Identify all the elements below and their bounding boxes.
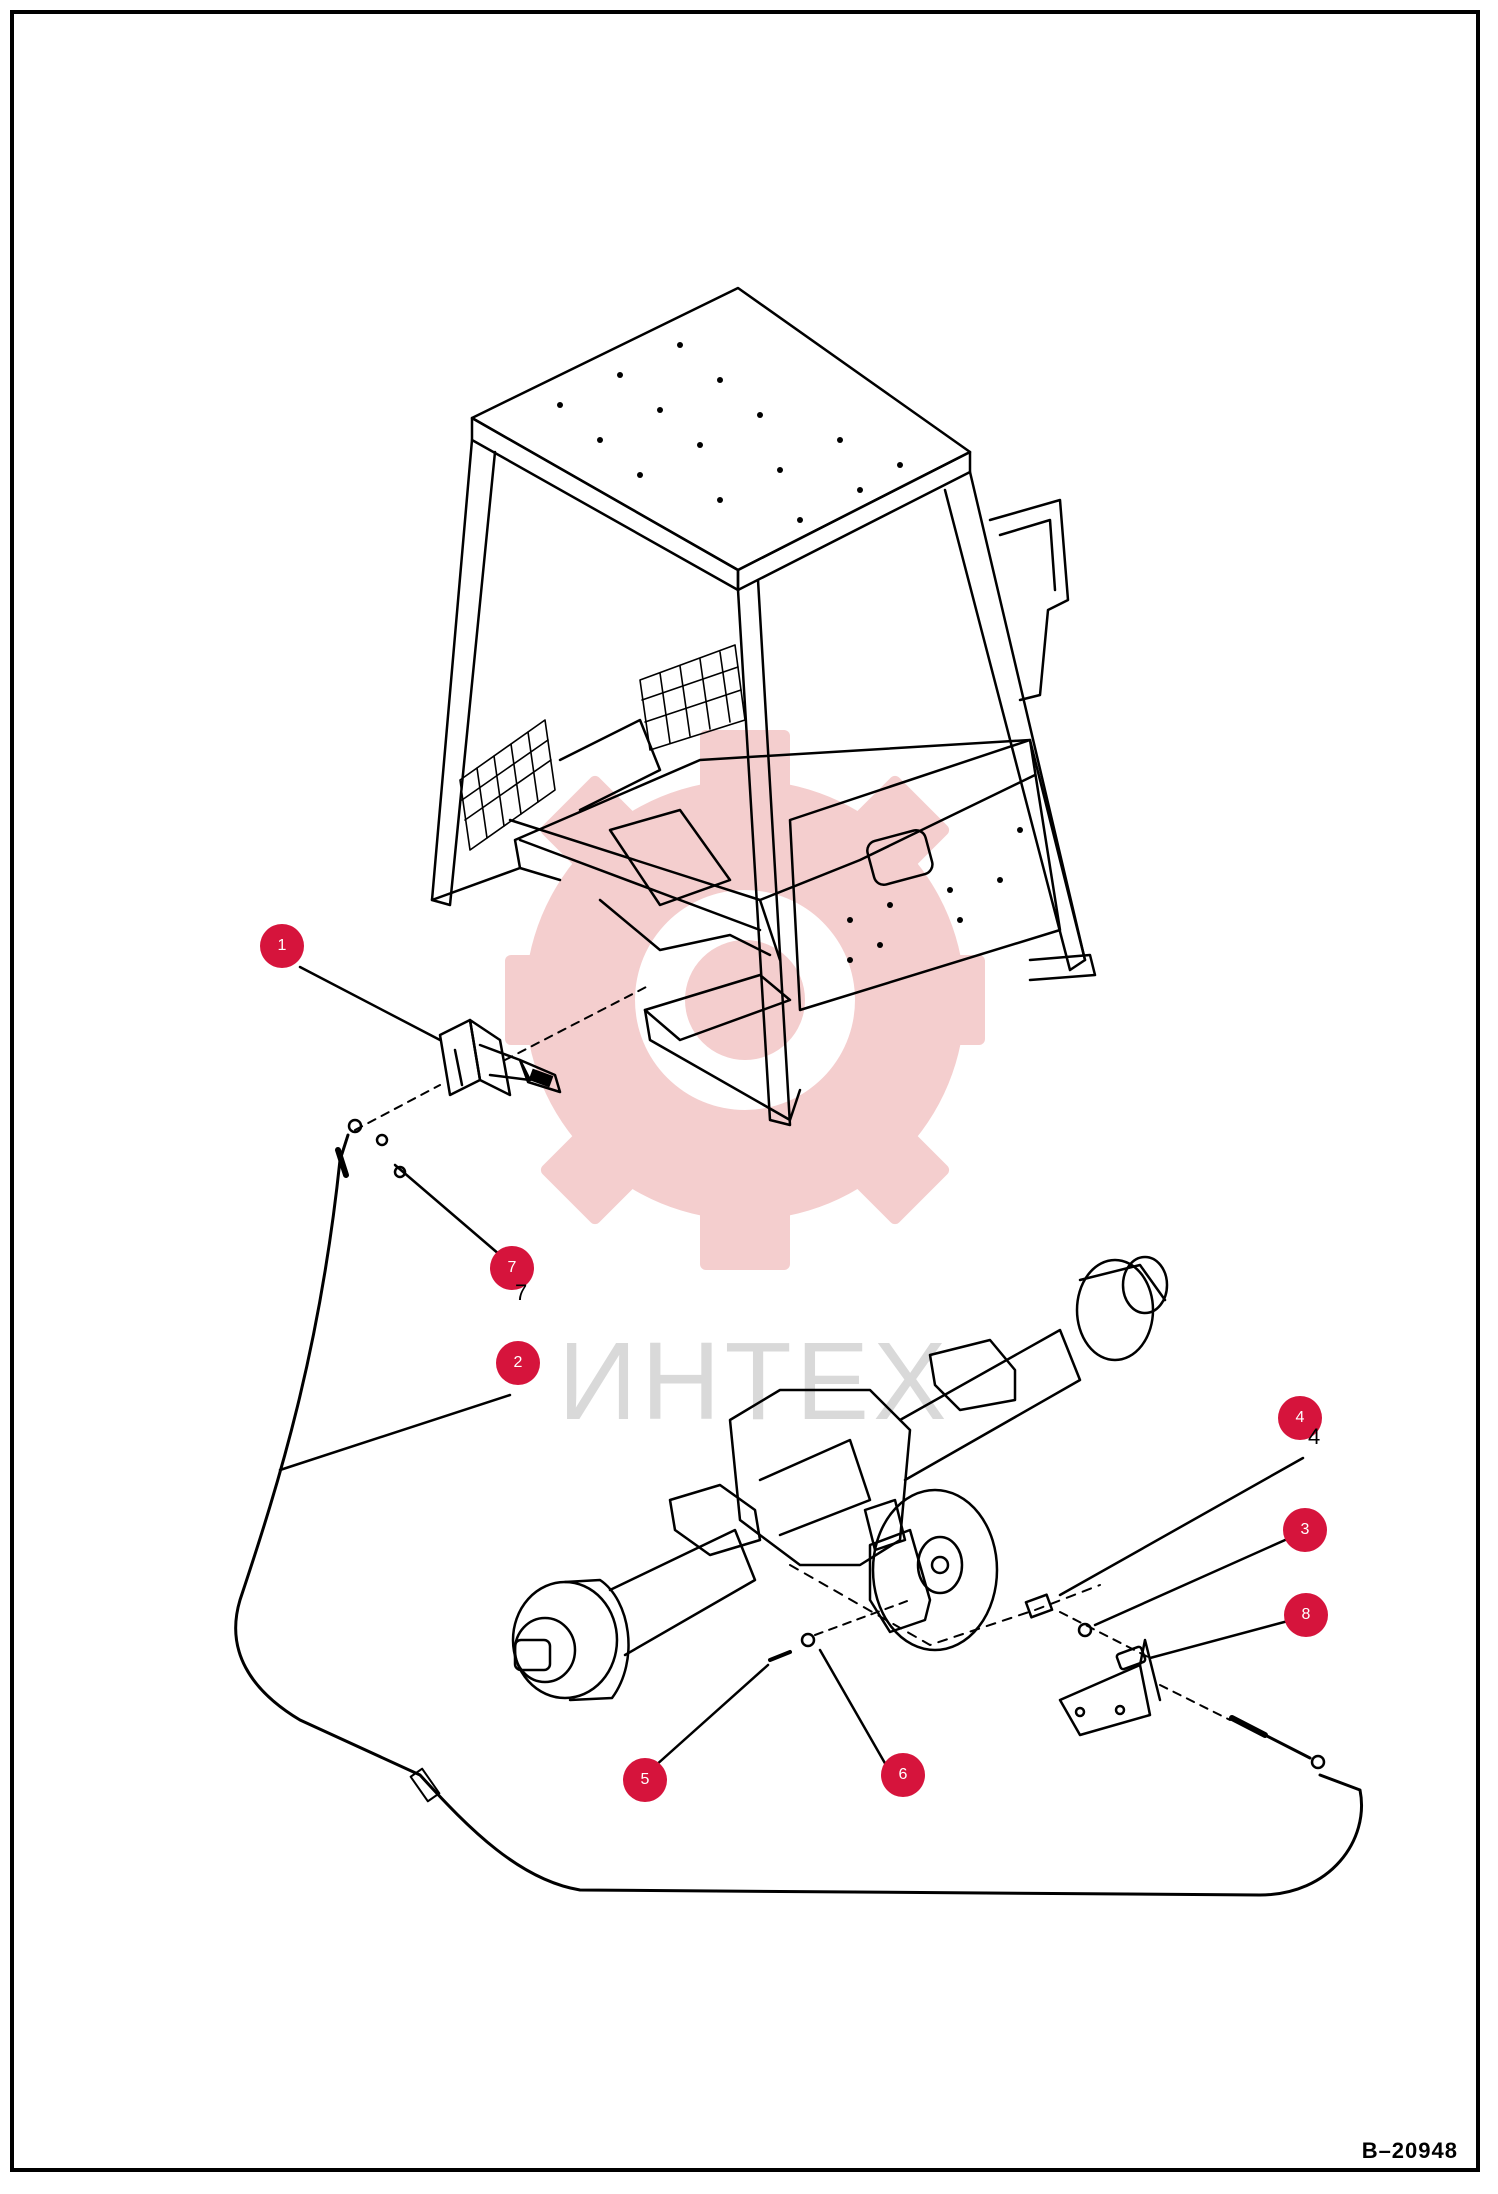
cable-bracket [1024, 1593, 1162, 1737]
callout-5[interactable]: 5 [623, 1758, 667, 1802]
callout-1[interactable]: 1 [260, 924, 304, 968]
cable-end [1229, 1715, 1326, 1770]
callout-2[interactable]: 2 [496, 1341, 540, 1385]
callout-8[interactable]: 8 [1284, 1593, 1328, 1637]
callout-7[interactable]: 7 [490, 1246, 534, 1290]
drawing-frame [10, 10, 1480, 2172]
plain-label-7: 7 [515, 1280, 528, 1305]
callout-6[interactable]: 6 [881, 1753, 925, 1797]
leader-lines [278, 965, 1305, 1777]
cab-roof-bolts [557, 342, 903, 523]
document-number: B–20948 [1361, 2138, 1458, 2163]
brake-lever [438, 1018, 562, 1097]
mesh-grille-left [459, 719, 556, 851]
side-panel-bolts [847, 827, 1023, 963]
plain-label-4: 4 [1308, 1424, 1321, 1449]
bolt-and-washer [768, 1632, 816, 1662]
brake-cable [234, 1133, 1363, 1897]
rear-axle [511, 1255, 1169, 1702]
cab-frame [430, 286, 1097, 1127]
watermark-text: ИНТЕХ [558, 1320, 951, 1443]
mesh-grille-right [639, 644, 746, 751]
callout-3[interactable]: 3 [1283, 1508, 1327, 1552]
callout-4[interactable]: 4 [1278, 1396, 1322, 1440]
